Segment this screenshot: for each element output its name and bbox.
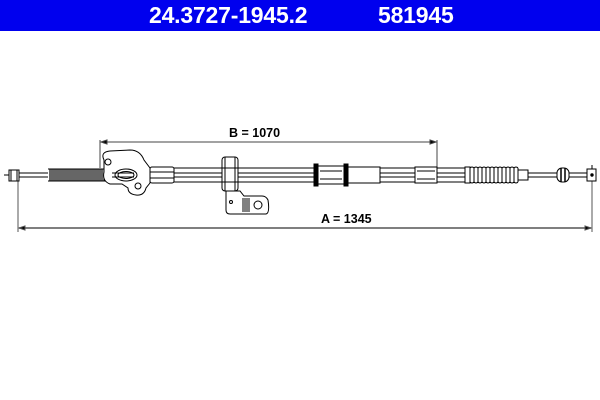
reference-number: 581945: [378, 2, 454, 28]
sheath-ferrule-right: [414, 166, 465, 184]
grommet-clip: [221, 156, 239, 192]
bracket-tab: [225, 190, 270, 215]
cable-sheath: [174, 167, 314, 183]
part-number: 24.3727-1945.2: [149, 2, 308, 28]
inner-wire-right: [528, 167, 587, 183]
mounting-bracket: [102, 149, 151, 196]
dimension-b-line: [99, 139, 438, 178]
left-end-fitting: [4, 169, 48, 182]
dimension-a-label: A = 1345: [321, 212, 372, 226]
dimension-b-label: B = 1070: [229, 126, 281, 140]
sheath-ferrule-left: [149, 166, 175, 184]
right-end-fitting: [586, 165, 597, 182]
middle-coupler: [313, 163, 415, 187]
title-bar: 24.3727-1945.2 581945: [0, 0, 600, 31]
bellows-boot: [464, 166, 529, 184]
